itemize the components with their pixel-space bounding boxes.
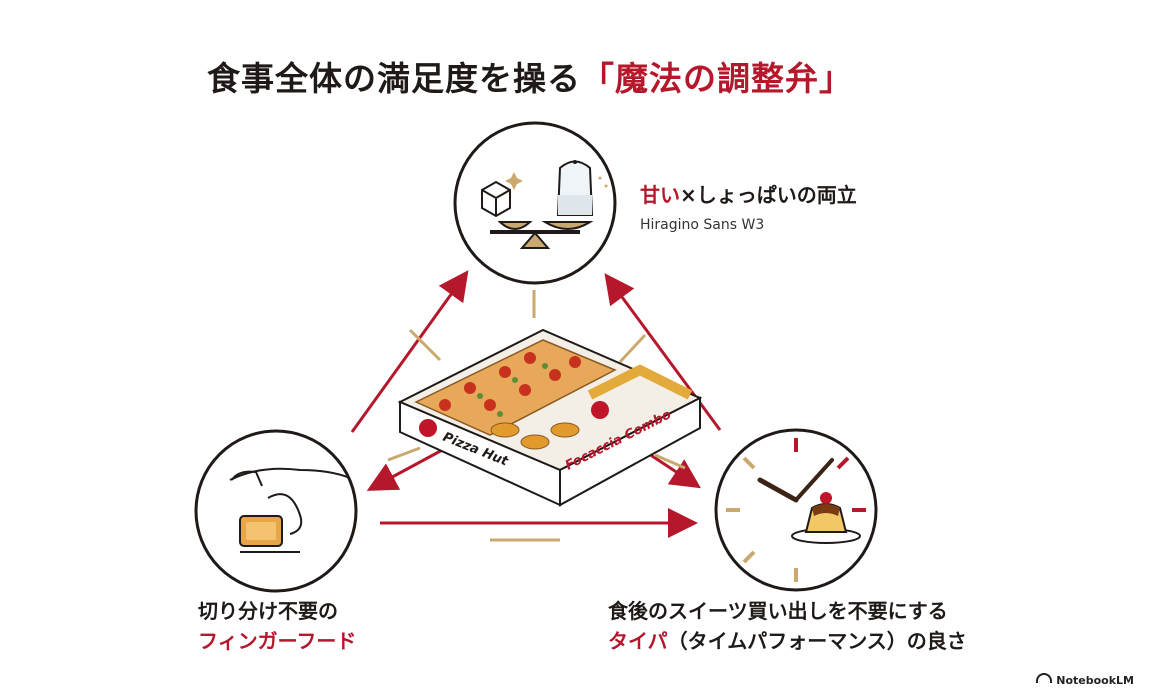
salt-shaker-icon (556, 160, 608, 216)
right-line2: タイパ（タイムパフォーマンス）の良さ (608, 626, 967, 656)
title-accent: 「魔法の調整弁」 (581, 59, 853, 98)
top-heading-rest: ×しょっぱいの両立 (680, 183, 857, 207)
top-font-note: Hiragino Sans W3 (640, 217, 765, 233)
arrow-center-to-left (366, 446, 447, 491)
left-line2: フィンガーフード (198, 629, 357, 653)
gold-dashes (387, 290, 686, 542)
right-label: 食後のスイーツ買い出しを不要にする タイパ（タイムパフォーマンス）の良さ (608, 596, 967, 656)
hand-holding-snack-icon (229, 467, 351, 553)
sugar-cube-icon (481, 172, 523, 218)
clock-with-pudding-icon (726, 438, 866, 582)
right-line2-rest: （タイムパフォーマンス）の良さ (667, 629, 967, 653)
title-main: 食事全体の満足度を操る (207, 59, 581, 98)
pizza-box-illustration: Pizza Hut Focaccia Combo (397, 328, 703, 507)
arrow-left-to-top (350, 270, 469, 433)
balance-scale-icon (481, 160, 608, 249)
pizza-hut-logo-left (419, 419, 437, 437)
right-line1: 食後のスイーツ買い出しを不要にする (608, 599, 948, 623)
top-heading-red: 甘い (640, 183, 680, 207)
page-title: 食事全体の満足度を操る「魔法の調整弁」 (0, 52, 1060, 100)
top-label: 甘い×しょっぱいの両立 Hiragino Sans W3 (640, 180, 857, 240)
arrows (350, 270, 722, 538)
left-line1: 切り分け不要の (198, 599, 338, 623)
pizza-hut-logo-right (591, 401, 609, 419)
right-line2-red: タイパ (608, 629, 668, 653)
notebooklm-text: NotebookLM (1056, 674, 1134, 687)
arrow-right-to-top (604, 273, 722, 431)
left-circle (194, 429, 358, 593)
notebooklm-brand: NotebookLM (1036, 673, 1134, 687)
notebooklm-logo-icon (1036, 673, 1053, 683)
left-label: 切り分け不要の フィンガーフード (198, 596, 356, 656)
right-circle (714, 428, 878, 592)
